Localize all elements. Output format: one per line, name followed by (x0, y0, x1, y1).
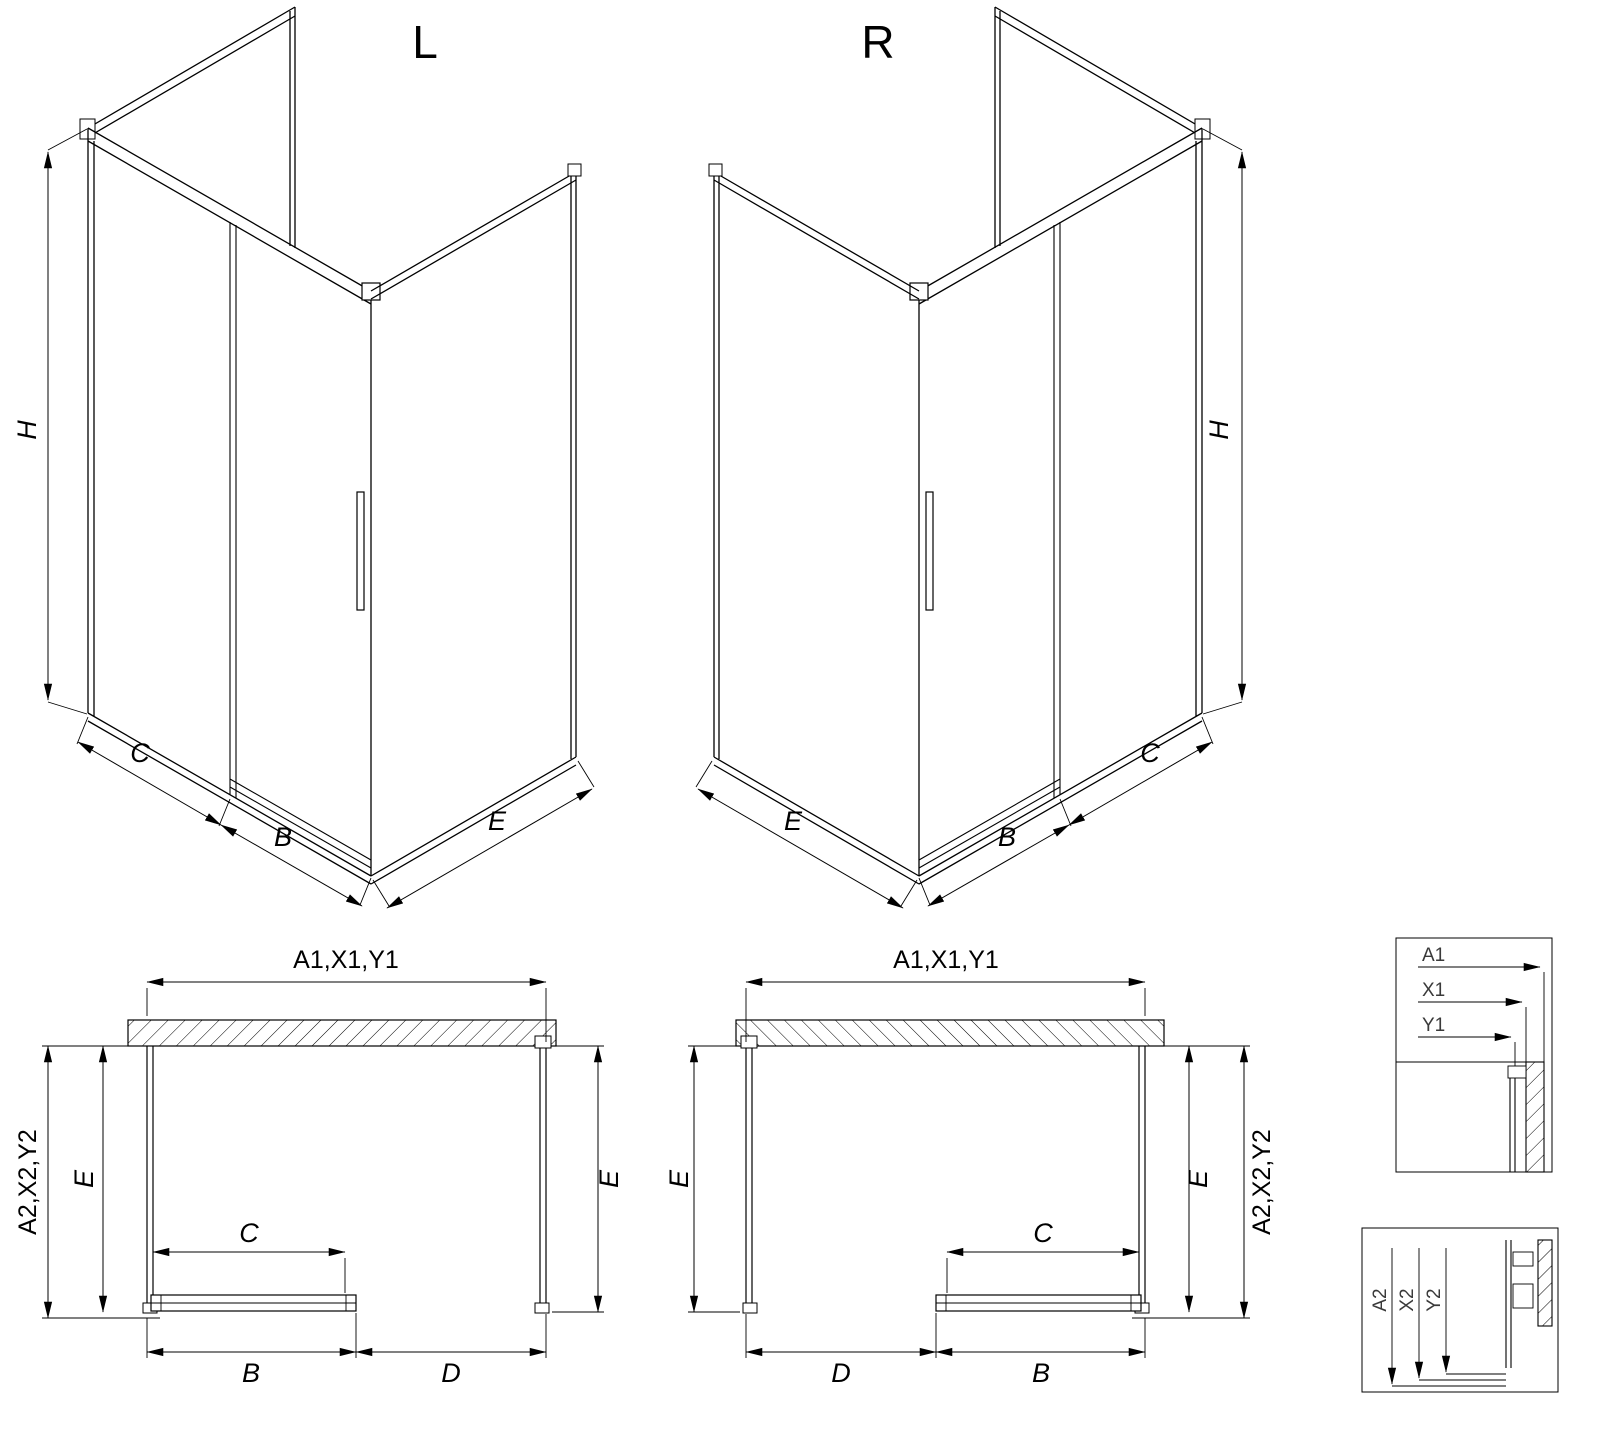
dim-label-door: B (274, 822, 292, 852)
dim-label-top-width: A1,X1,Y1 (293, 946, 399, 974)
glass-section (1509, 1078, 1516, 1172)
dim-label-total-width: A2,X2,Y2 (14, 1129, 42, 1235)
plan-view-left: A1,X1,Y1 A2,X2,Y2 E E C B D (14, 946, 624, 1388)
iso-diagram-right: R H E B C (696, 7, 1242, 908)
reference-lines (1392, 1373, 1506, 1387)
detail-view-bottom-widths: A2 X2 Y2 (1361, 1227, 1559, 1393)
dim-label-side: E (488, 806, 507, 836)
detail-frame (1361, 1227, 1559, 1393)
detail-label-y2: Y2 (1424, 1288, 1445, 1311)
dim-label-depth-right: E (594, 1169, 624, 1188)
roller-block-lower (1512, 1283, 1534, 1309)
variant-label-left: L (412, 16, 438, 68)
dim-label-bottom-left: B (242, 1358, 260, 1388)
dim-label-door: B (998, 822, 1016, 852)
dim-label-bottom-left: D (831, 1358, 851, 1388)
wall-section-hatched (1525, 1061, 1545, 1173)
detail-frame (1395, 937, 1553, 1173)
plan-view-right: A1,X1,Y1 A2,X2,Y2 E E C D B (664, 946, 1276, 1388)
dim-label-side: E (784, 806, 803, 836)
iso-diagram-left: L H C B E (12, 7, 594, 908)
roller-block-upper (1512, 1251, 1534, 1267)
profile-connector (1507, 1065, 1527, 1079)
variant-label-right: R (861, 16, 894, 68)
detail-label-y1: Y1 (1422, 1015, 1445, 1036)
dim-label-fixed: C (130, 738, 150, 768)
dim-label-height: H (12, 420, 42, 440)
dim-label-top-width: A1,X1,Y1 (893, 946, 999, 974)
detail-label-x2: X2 (1397, 1288, 1418, 1311)
detail-label-a1: A1 (1422, 945, 1445, 966)
dim-label-opening: C (1033, 1218, 1053, 1248)
dim-label-depth-left: E (69, 1169, 99, 1188)
reference-lines (1396, 972, 1545, 1078)
dim-label-total-width: A2,X2,Y2 (1248, 1129, 1276, 1235)
glass-section (1505, 1240, 1512, 1368)
detail-view-top-widths: A1 X1 Y1 (1395, 937, 1553, 1173)
detail-label-x1: X1 (1422, 980, 1445, 1001)
dim-label-bottom-right: D (441, 1358, 461, 1388)
dim-label-opening: C (239, 1218, 259, 1248)
dim-label-bottom-right: B (1032, 1358, 1050, 1388)
dim-label-height: H (1204, 420, 1234, 440)
wall-section-hatched (1537, 1239, 1553, 1327)
dim-label-depth-right: E (1183, 1169, 1213, 1188)
detail-label-a2: A2 (1370, 1288, 1391, 1311)
dim-label-depth-left: E (664, 1169, 694, 1188)
dim-label-fixed: C (1140, 738, 1160, 768)
